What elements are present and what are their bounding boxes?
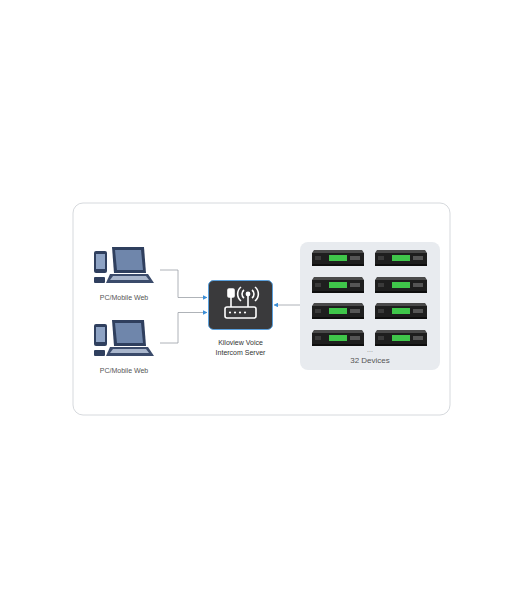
server-icon <box>208 280 273 330</box>
client-label: PC/Mobile Web <box>88 293 160 302</box>
laptop-icon <box>88 243 160 291</box>
phone-screen <box>96 254 105 269</box>
router-led <box>229 311 231 313</box>
outer-frame <box>73 203 450 415</box>
laptop-screen <box>112 247 146 273</box>
server-tile <box>209 281 273 330</box>
router-led <box>234 311 236 313</box>
tablet-icon <box>94 277 105 283</box>
client-label: PC/Mobile Web <box>88 366 160 375</box>
server-label: Kiloview Voice Intercom Server <box>178 338 303 358</box>
encoder-device <box>312 277 364 293</box>
encoder-device <box>312 303 364 319</box>
laptop-base <box>106 274 154 283</box>
laptop-display <box>115 250 143 270</box>
connector-arrow <box>160 313 207 344</box>
connector-arrow <box>274 305 300 306</box>
server-box: Kiloview Voice Intercom Server <box>208 280 273 330</box>
device-panel: ... 32 Devices <box>300 242 440 370</box>
laptop-keyboard <box>110 349 149 353</box>
encoder-device <box>375 277 427 293</box>
tablet-icon <box>94 350 105 356</box>
client-node: PC/Mobile Web <box>88 243 160 305</box>
connector-arrow <box>160 270 207 298</box>
laptop-display <box>115 323 143 343</box>
laptop-keyboard <box>110 276 149 280</box>
encoder-device <box>312 250 364 266</box>
router-symbol <box>225 287 258 318</box>
client-node: PC/Mobile Web <box>88 316 160 378</box>
phone-screen <box>96 327 105 342</box>
laptop-base <box>106 347 154 356</box>
device-count: 32 Devices <box>300 356 440 365</box>
laptop-screen <box>112 320 146 346</box>
encoder-device <box>375 303 427 319</box>
encoder-device <box>375 330 427 346</box>
router-led <box>239 311 241 313</box>
device-count: ... <box>300 345 440 354</box>
panel-ground <box>300 242 440 370</box>
encoder-device <box>375 250 427 266</box>
phone-icon <box>94 324 107 346</box>
router-led <box>244 311 246 313</box>
laptop-icon <box>88 316 160 364</box>
encoder-device <box>312 330 364 346</box>
phone-icon <box>94 251 107 273</box>
